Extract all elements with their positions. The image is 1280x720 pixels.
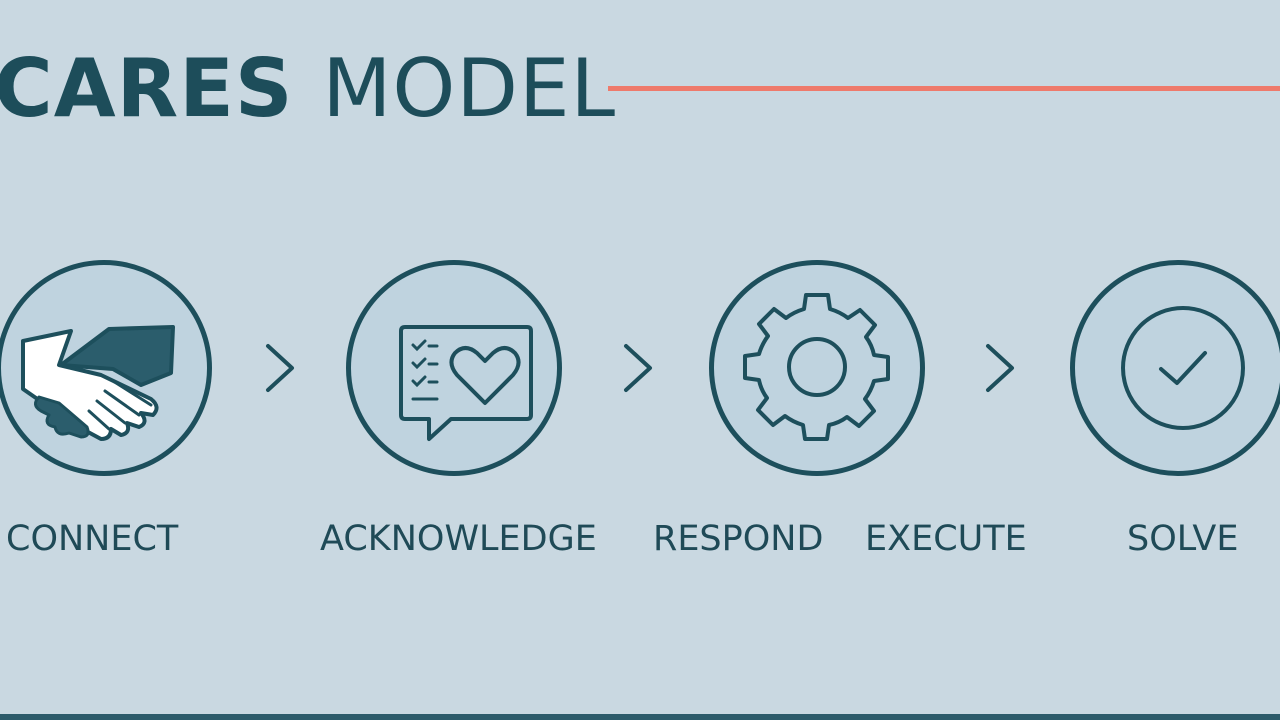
title-light-word: MODEL <box>322 42 617 135</box>
step-label-solve: SOLVE <box>1127 519 1239 559</box>
page-title: CARES MODEL <box>0 44 616 134</box>
title-bold-word: CARES <box>0 42 294 135</box>
step-label-respond: RESPOND <box>653 519 824 559</box>
checkmark-icon <box>1121 306 1245 430</box>
step-solve-circle <box>1070 260 1280 476</box>
gear-icon <box>743 293 890 441</box>
handshake-icon <box>21 325 175 441</box>
step-acknowledge-circle <box>346 260 562 476</box>
step-label-execute: EXECUTE <box>865 519 1027 559</box>
step-respond-circle <box>709 260 925 476</box>
title-accent-line <box>608 86 1280 91</box>
bottom-bar <box>0 714 1280 720</box>
chevron-right-icon <box>986 344 1014 392</box>
step-connect-circle <box>0 260 212 476</box>
step-label-acknowledge: ACKNOWLEDGE <box>320 519 597 559</box>
chevron-right-icon <box>266 344 294 392</box>
chat-checklist-heart-icon <box>399 325 533 441</box>
chevron-right-icon <box>624 344 652 392</box>
step-label-connect: CONNECT <box>6 519 179 559</box>
